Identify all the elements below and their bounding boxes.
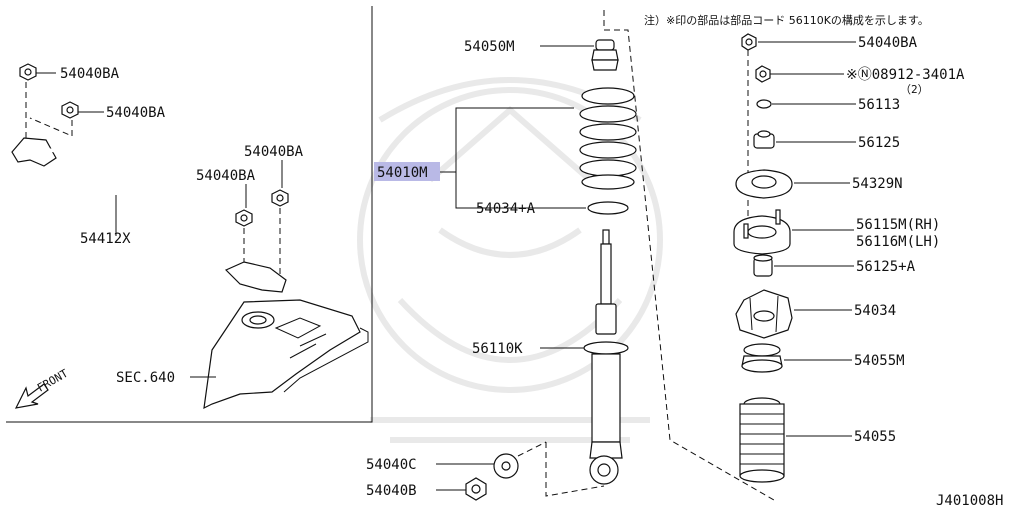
label-collar-b: 56125+A — [856, 259, 916, 275]
collar-b — [753, 254, 773, 277]
label-bump: 54050M — [464, 39, 515, 55]
label-bushing: 54040C — [366, 457, 417, 473]
bushing — [493, 453, 519, 479]
coil-spring — [579, 87, 637, 190]
nut-icon — [465, 477, 487, 501]
label-nut-right-2: 54040BA — [244, 144, 304, 160]
label-seat: 54034+A — [476, 201, 536, 217]
nut-icon — [19, 63, 37, 81]
washer — [756, 99, 772, 109]
label-spring[interactable]: 54010M — [377, 165, 428, 181]
label-mount-lh: 56116M(LH) — [856, 234, 940, 250]
label-sec: SEC.640 — [116, 370, 175, 386]
upper-mount — [733, 209, 791, 255]
nut-icon — [235, 209, 253, 227]
label-mount-rh: 56115M(RH) — [856, 217, 940, 233]
label-plate: 54329N — [852, 176, 903, 192]
label-collar: 56125 — [858, 135, 900, 151]
bracket-left — [11, 137, 57, 167]
label-nut-top-1: 54040BA — [60, 66, 120, 82]
label-shock: 56110K — [472, 341, 523, 357]
front-arrow-icon — [14, 383, 49, 409]
note-text: 注）※印の部品は部品コード 56110Kの構成を示します。 — [644, 13, 929, 27]
label-nut-n-qty: （2） — [900, 83, 929, 96]
collar — [753, 130, 775, 149]
label-front: FRONT — [35, 367, 71, 395]
dust-boot — [739, 397, 785, 483]
bracket-right — [224, 261, 287, 293]
label-bound: 54055M — [854, 353, 905, 369]
plate — [735, 169, 793, 199]
mount-group: 54040BA ※Ⓝ08912-3401A （2） 56113 56125 54… — [733, 33, 965, 483]
body-panel — [203, 299, 369, 410]
nut-icon — [271, 189, 289, 207]
stabilizer-group: 54040BA 54040BA 54412X 54040BA 54040BA — [11, 63, 369, 410]
label-nut-top-2: 54040BA — [106, 105, 166, 121]
left-panel-frame — [6, 6, 373, 423]
spring-seat — [587, 201, 629, 215]
label-washer: 56113 — [858, 97, 900, 113]
bump-stop — [591, 39, 619, 71]
watermark-emblem — [357, 77, 663, 443]
label-nut-right-1: 54040BA — [196, 168, 256, 184]
insulator — [735, 289, 793, 339]
label-nut: 54040B — [366, 483, 417, 499]
nut-icon — [741, 33, 757, 51]
label-bar: 54412X — [80, 231, 131, 247]
nut-icon — [755, 65, 771, 83]
diagram-code: J401008H — [936, 493, 1003, 509]
nut-icon — [61, 101, 79, 119]
spring-shock-group: 54050M 54010M 54034+A — [366, 10, 775, 501]
label-insulator: 54034 — [854, 303, 896, 319]
highlight-spring-label — [374, 162, 440, 181]
shock-absorber — [583, 229, 629, 485]
label-nut-n: ※Ⓝ08912-3401A — [846, 67, 965, 83]
label-nut-top: 54040BA — [858, 35, 918, 51]
bound-stopper — [741, 343, 783, 373]
label-boot: 54055 — [854, 429, 896, 445]
